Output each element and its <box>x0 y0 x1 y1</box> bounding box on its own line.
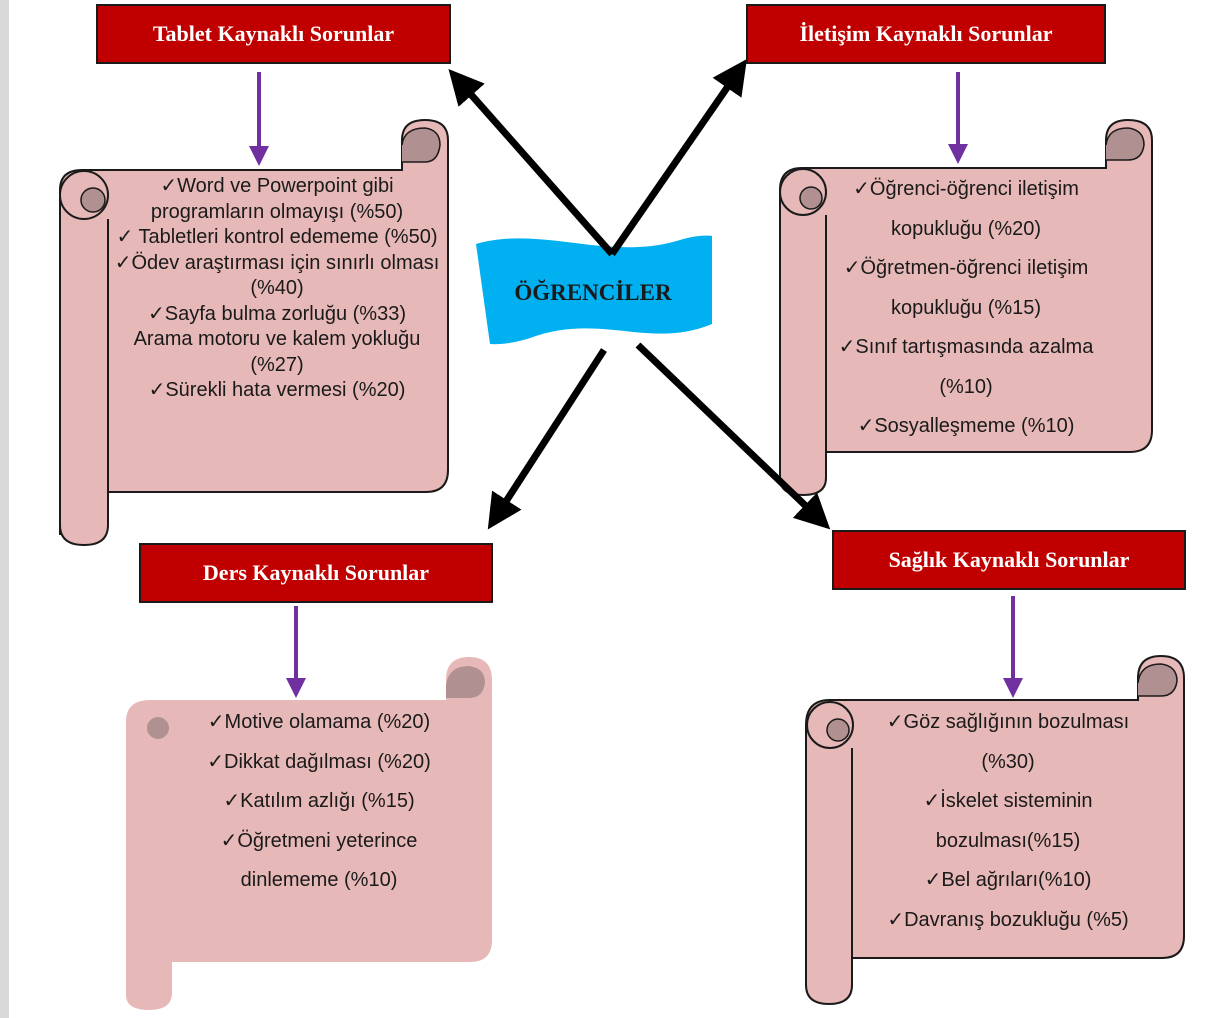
list-item: ✓Bel ağrıları(%10) <box>924 869 1092 891</box>
hub-banner <box>476 235 712 345</box>
iletisim-issue-list: ✓Öğrenci-öğrenci iletişim kopukluğu (%20… <box>836 170 1096 447</box>
ders-issue-list: ✓Motive olamama (%20) ✓Dikkat dağılması … <box>180 703 458 901</box>
list-item: ✓Öğretmeni yeterince dinlememe (%10) <box>220 829 418 892</box>
list-item: ✓Sosyalleşmeme (%10) <box>857 415 1075 437</box>
header-iletisim: İletişim Kaynaklı Sorunlar <box>746 4 1106 64</box>
connector-arrow-tablet <box>448 69 615 257</box>
list-item: ✓Word ve Powerpoint gibi programların ol… <box>150 175 404 223</box>
hub-label: ÖĞRENCİLER <box>514 280 672 305</box>
header-tablet-label: Tablet Kaynaklı Sorunlar <box>152 21 395 46</box>
saglik-issue-list: ✓Göz sağlığının bozulması (%30) ✓İskelet… <box>858 703 1158 940</box>
header-tablet: Tablet Kaynaklı Sorunlar <box>96 4 451 64</box>
header-iletisim-label: İletişim Kaynaklı Sorunlar <box>799 21 1053 46</box>
scroll-tablet <box>59 118 449 547</box>
scroll-saglik <box>805 654 1185 1006</box>
header-saglik: Sağlık Kaynaklı Sorunlar <box>832 530 1186 590</box>
list-item: ✓Ödev araştırması için sınırlı olması (%… <box>114 251 440 300</box>
list-item: ✓Sürekli hata vermesi (%20) <box>148 379 406 401</box>
list-item: ✓Dikkat dağılması (%20) <box>207 750 431 773</box>
list-item: ✓Katılım azlığı (%15) <box>223 790 415 812</box>
connector-arrow-iletisim <box>609 58 747 256</box>
list-item: ✓ Tabletleri kontrol edememe (%50) <box>116 226 438 248</box>
header-ders-label: Ders Kaynaklı Sorunlar <box>202 560 430 585</box>
list-item: ✓Öğretmen-öğrenci iletişim kopukluğu (%1… <box>843 257 1089 319</box>
header-saglik-label: Sağlık Kaynaklı Sorunlar <box>888 547 1130 572</box>
list-item: Arama motoru ve kalem yokluğu (%27) <box>133 328 421 376</box>
list-item: ✓Davranış bozukluğu (%5) <box>887 908 1129 931</box>
list-item: ✓İskelet sisteminin bozulması(%15) <box>923 790 1093 852</box>
list-item: ✓Sayfa bulma zorluğu (%33) <box>148 302 406 325</box>
list-item: ✓Motive olamama (%20) <box>207 711 431 733</box>
list-item: ✓Göz sağlığının bozulması (%30) <box>886 711 1130 773</box>
header-ders: Ders Kaynaklı Sorunlar <box>139 543 493 603</box>
scroll-ders <box>126 657 492 1010</box>
left-margin-bar <box>0 0 9 1018</box>
scroll-iletisim <box>779 118 1153 497</box>
tablet-issue-list: ✓Word ve Powerpoint gibi programların ol… <box>112 174 442 404</box>
list-item: ✓Öğrenci-öğrenci iletişim kopukluğu (%20… <box>853 178 1079 240</box>
list-item: ✓Sınıf tartışmasında azalma (%10) <box>838 336 1094 398</box>
connector-arrow-saglik <box>635 342 831 530</box>
connector-arrow-ders <box>487 348 607 530</box>
